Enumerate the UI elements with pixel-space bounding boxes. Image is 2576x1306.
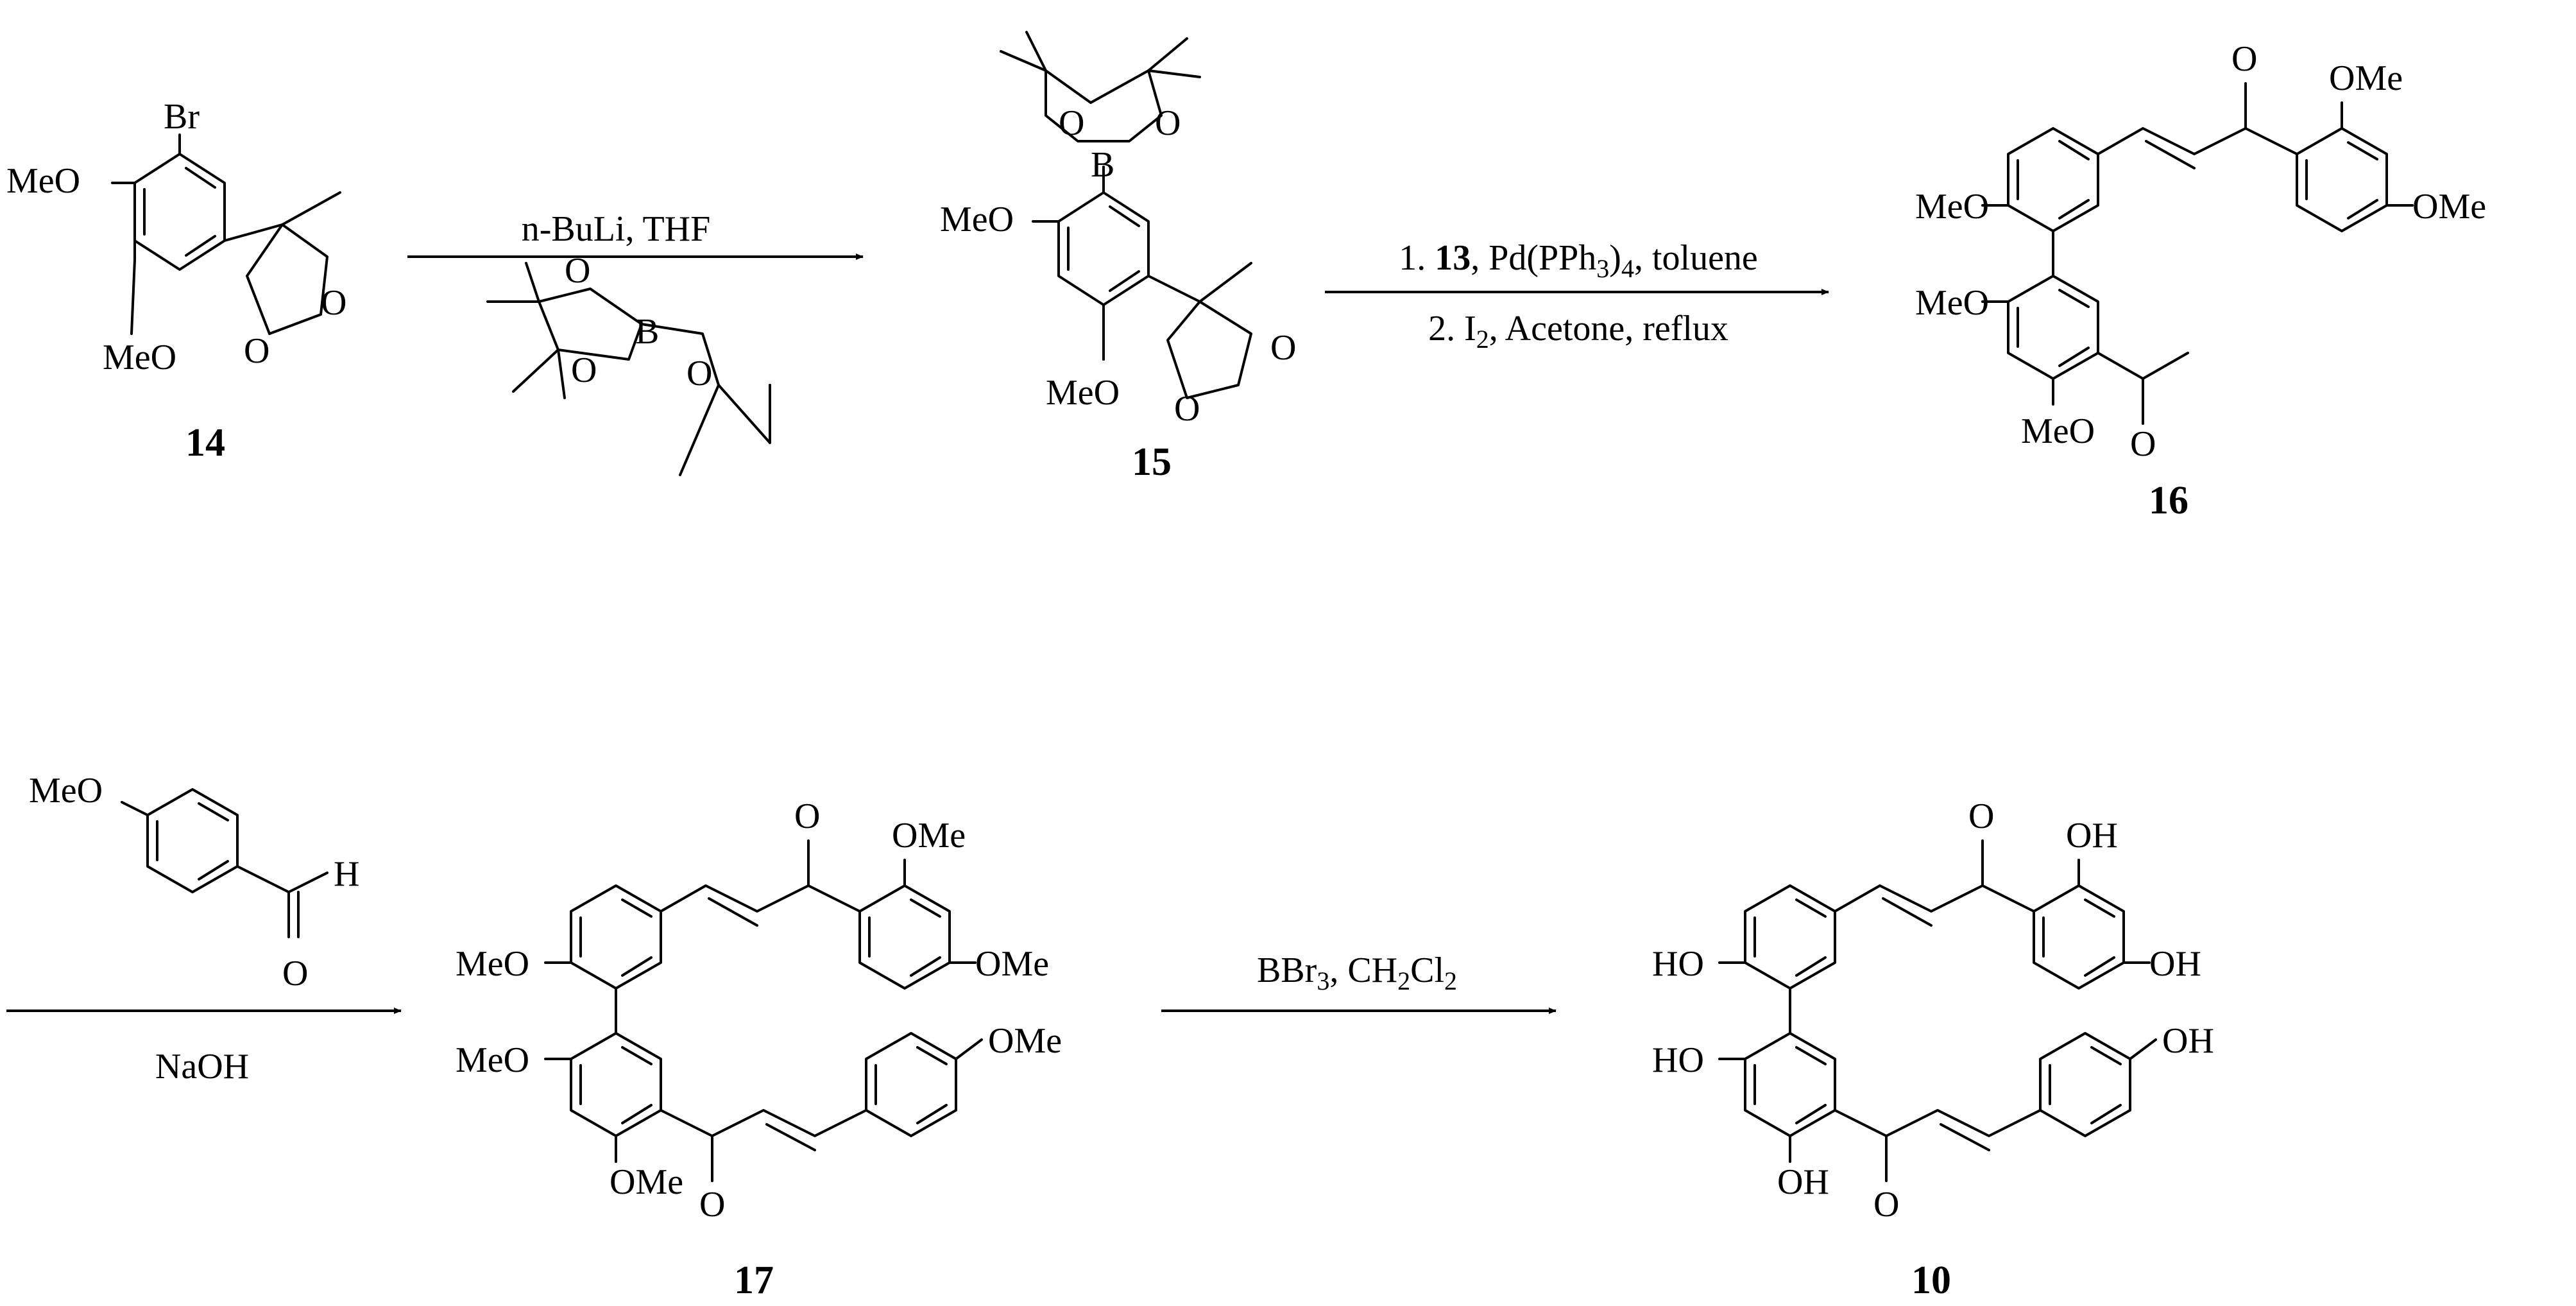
arrow-2-step-1: 1. 13, Pd(PPh3)4, toluene xyxy=(1399,238,1758,283)
c17-methoxy-d: MeO xyxy=(456,1040,529,1080)
aldehyde-methoxy: MeO xyxy=(29,771,103,811)
c15-oxygen-4: O xyxy=(1174,389,1200,429)
c16-methoxy-c: MeO xyxy=(1915,187,1989,227)
compound-15: O O B MeO MeO O O 15 xyxy=(940,31,1296,484)
compound-14-label: 14 xyxy=(185,421,225,465)
c10-hydroxy-f: OH xyxy=(2162,1021,2214,1061)
c10-hydroxy-c: HO xyxy=(1652,944,1704,984)
c14-br: Br xyxy=(164,97,200,137)
c16-acetyl-oxygen: O xyxy=(2130,424,2156,464)
c14-methoxy-2: MeO xyxy=(103,338,176,377)
arrow-4: BBr3, CH2Cl2 xyxy=(1161,950,1557,1014)
compound-17-label: 17 xyxy=(734,1259,774,1302)
c10-carbonyl-oxygen-bottom: O xyxy=(1873,1185,1899,1224)
c10-hydroxy-e: OH xyxy=(1777,1162,1829,1202)
reagent-oxygen-2: O xyxy=(571,350,597,390)
c15-methoxy-1: MeO xyxy=(940,200,1014,239)
c17-methoxy-b: OMe xyxy=(975,944,1049,984)
c16-methoxy-d: MeO xyxy=(1915,283,1989,323)
c15-boron: B xyxy=(1091,145,1114,185)
c15-methoxy-2: MeO xyxy=(1046,373,1120,413)
reagent-isopropoxy-pinacolborane: O O B O xyxy=(486,251,771,476)
reagent-oxygen-3: O xyxy=(687,354,712,393)
c10-hydroxy-b: OH xyxy=(2149,944,2201,984)
c17-methoxy-c: MeO xyxy=(456,944,529,984)
c10-hydroxy-d: HO xyxy=(1652,1040,1704,1080)
c16-methoxy-a: OMe xyxy=(2329,58,2403,98)
compound-17: O OMe OMe MeO MeO OMe OMe O 17 xyxy=(456,796,1062,1302)
compound-14: Br MeO MeO O O 14 xyxy=(6,97,346,465)
reagent-oxygen-1: O xyxy=(565,251,590,291)
c14-oxygen-2: O xyxy=(244,331,269,371)
arrow-3: NaOH xyxy=(6,1008,402,1087)
c17-methoxy-e: OMe xyxy=(610,1162,683,1202)
arrow-2: 1. 13, Pd(PPh3)4, toluene 2. I2, Acetone… xyxy=(1325,238,1829,354)
c15-oxygen-3: O xyxy=(1270,328,1296,368)
reagent-boron: B xyxy=(635,312,659,352)
c17-methoxy-a: OMe xyxy=(892,816,966,855)
arrow-1-reagents: n-BuLi, THF xyxy=(522,209,711,249)
compound-16-label: 16 xyxy=(2149,479,2188,522)
c16-carbonyl-oxygen: O xyxy=(2231,39,2257,79)
c16-methoxy-b: OMe xyxy=(2412,187,2486,227)
compound-10: O OH OH HO HO OH OH O 10 xyxy=(1652,796,2214,1302)
c10-carbonyl-oxygen-top: O xyxy=(1968,796,1994,836)
arrow-1: n-BuLi, THF xyxy=(407,209,864,260)
aldehyde-oxygen: O xyxy=(282,954,308,993)
c16-methoxy-e: MeO xyxy=(2021,411,2095,451)
c15-oxygen-1: O xyxy=(1059,103,1084,143)
compound-15-label: 15 xyxy=(1132,440,1172,484)
c17-methoxy-f: OMe xyxy=(988,1021,1062,1061)
c17-carbonyl-oxygen-bottom: O xyxy=(699,1185,725,1224)
aldehyde-hydrogen: H xyxy=(334,854,359,894)
compound-16: O OMe OMe MeO MeO MeO O 16 xyxy=(1915,39,2486,522)
arrow-2-step-2: 2. I2, Acetone, reflux xyxy=(1428,309,1728,354)
c14-methoxy-1: MeO xyxy=(6,161,80,201)
arrow-3-reagent: NaOH xyxy=(155,1047,249,1087)
c14-oxygen-1: O xyxy=(321,283,346,323)
c10-hydroxy-a: OH xyxy=(2066,816,2118,855)
c17-carbonyl-oxygen-top: O xyxy=(794,796,820,836)
c15-oxygen-2: O xyxy=(1155,103,1181,143)
compound-10-label: 10 xyxy=(1911,1259,1951,1302)
reagent-4-methoxybenzaldehyde: MeO H O xyxy=(29,771,359,993)
arrow-4-reagents: BBr3, CH2Cl2 xyxy=(1257,950,1457,995)
